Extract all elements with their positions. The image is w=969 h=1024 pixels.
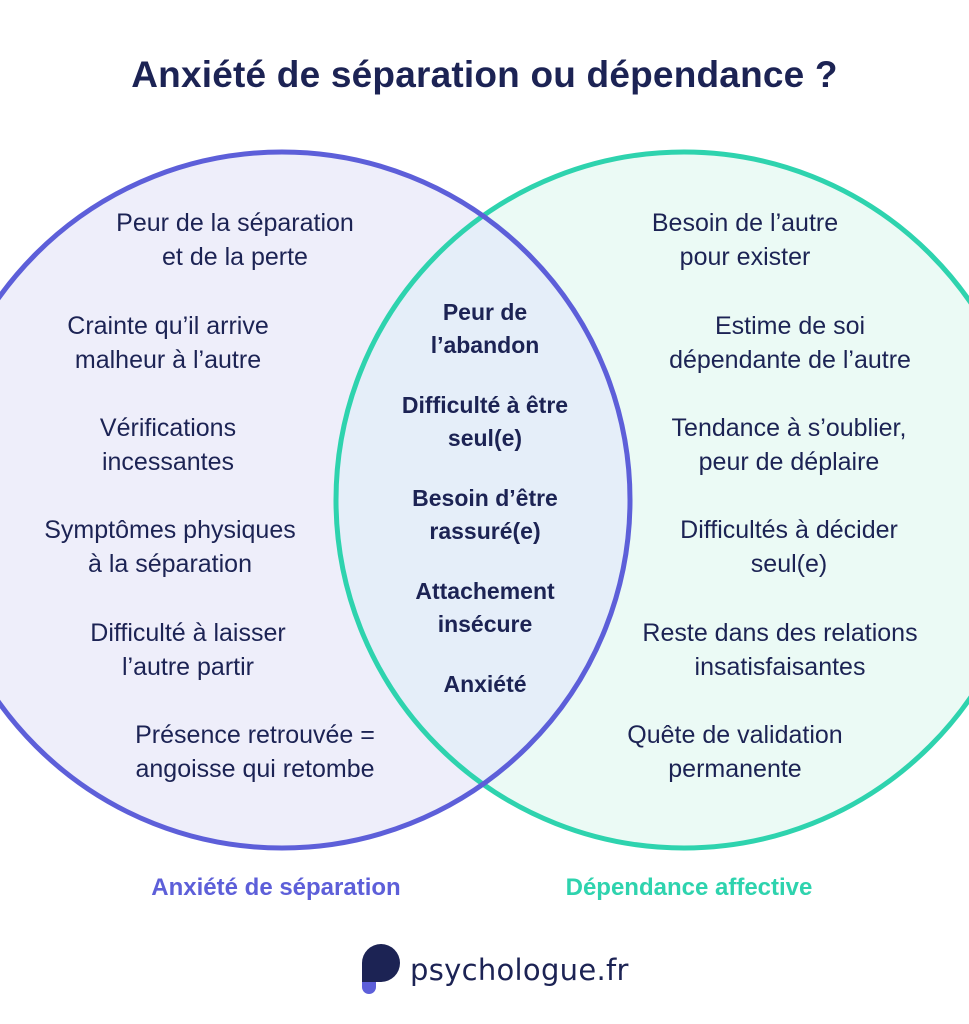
brand-logo: psychologue.fr — [360, 942, 629, 998]
right-circle-outline — [333, 149, 969, 851]
logo-wordmark: psychologue.fr — [410, 953, 629, 987]
left-item: Présence retrouvée =angoisse qui retombe — [135, 721, 375, 783]
left-circle-outline — [0, 149, 633, 851]
right-item: Tendance à s’oublier,peur de déplaire — [671, 414, 907, 476]
overlap-region — [336, 152, 630, 848]
right-circle-label: Dépendance affective — [565, 874, 813, 901]
psychologue-logo-icon — [362, 944, 400, 994]
left-circle-label: Anxiété de séparation — [151, 874, 401, 901]
overlap-item: Anxiété — [443, 671, 527, 697]
page-title: Anxiété de séparation ou dépendance ? — [131, 54, 838, 95]
